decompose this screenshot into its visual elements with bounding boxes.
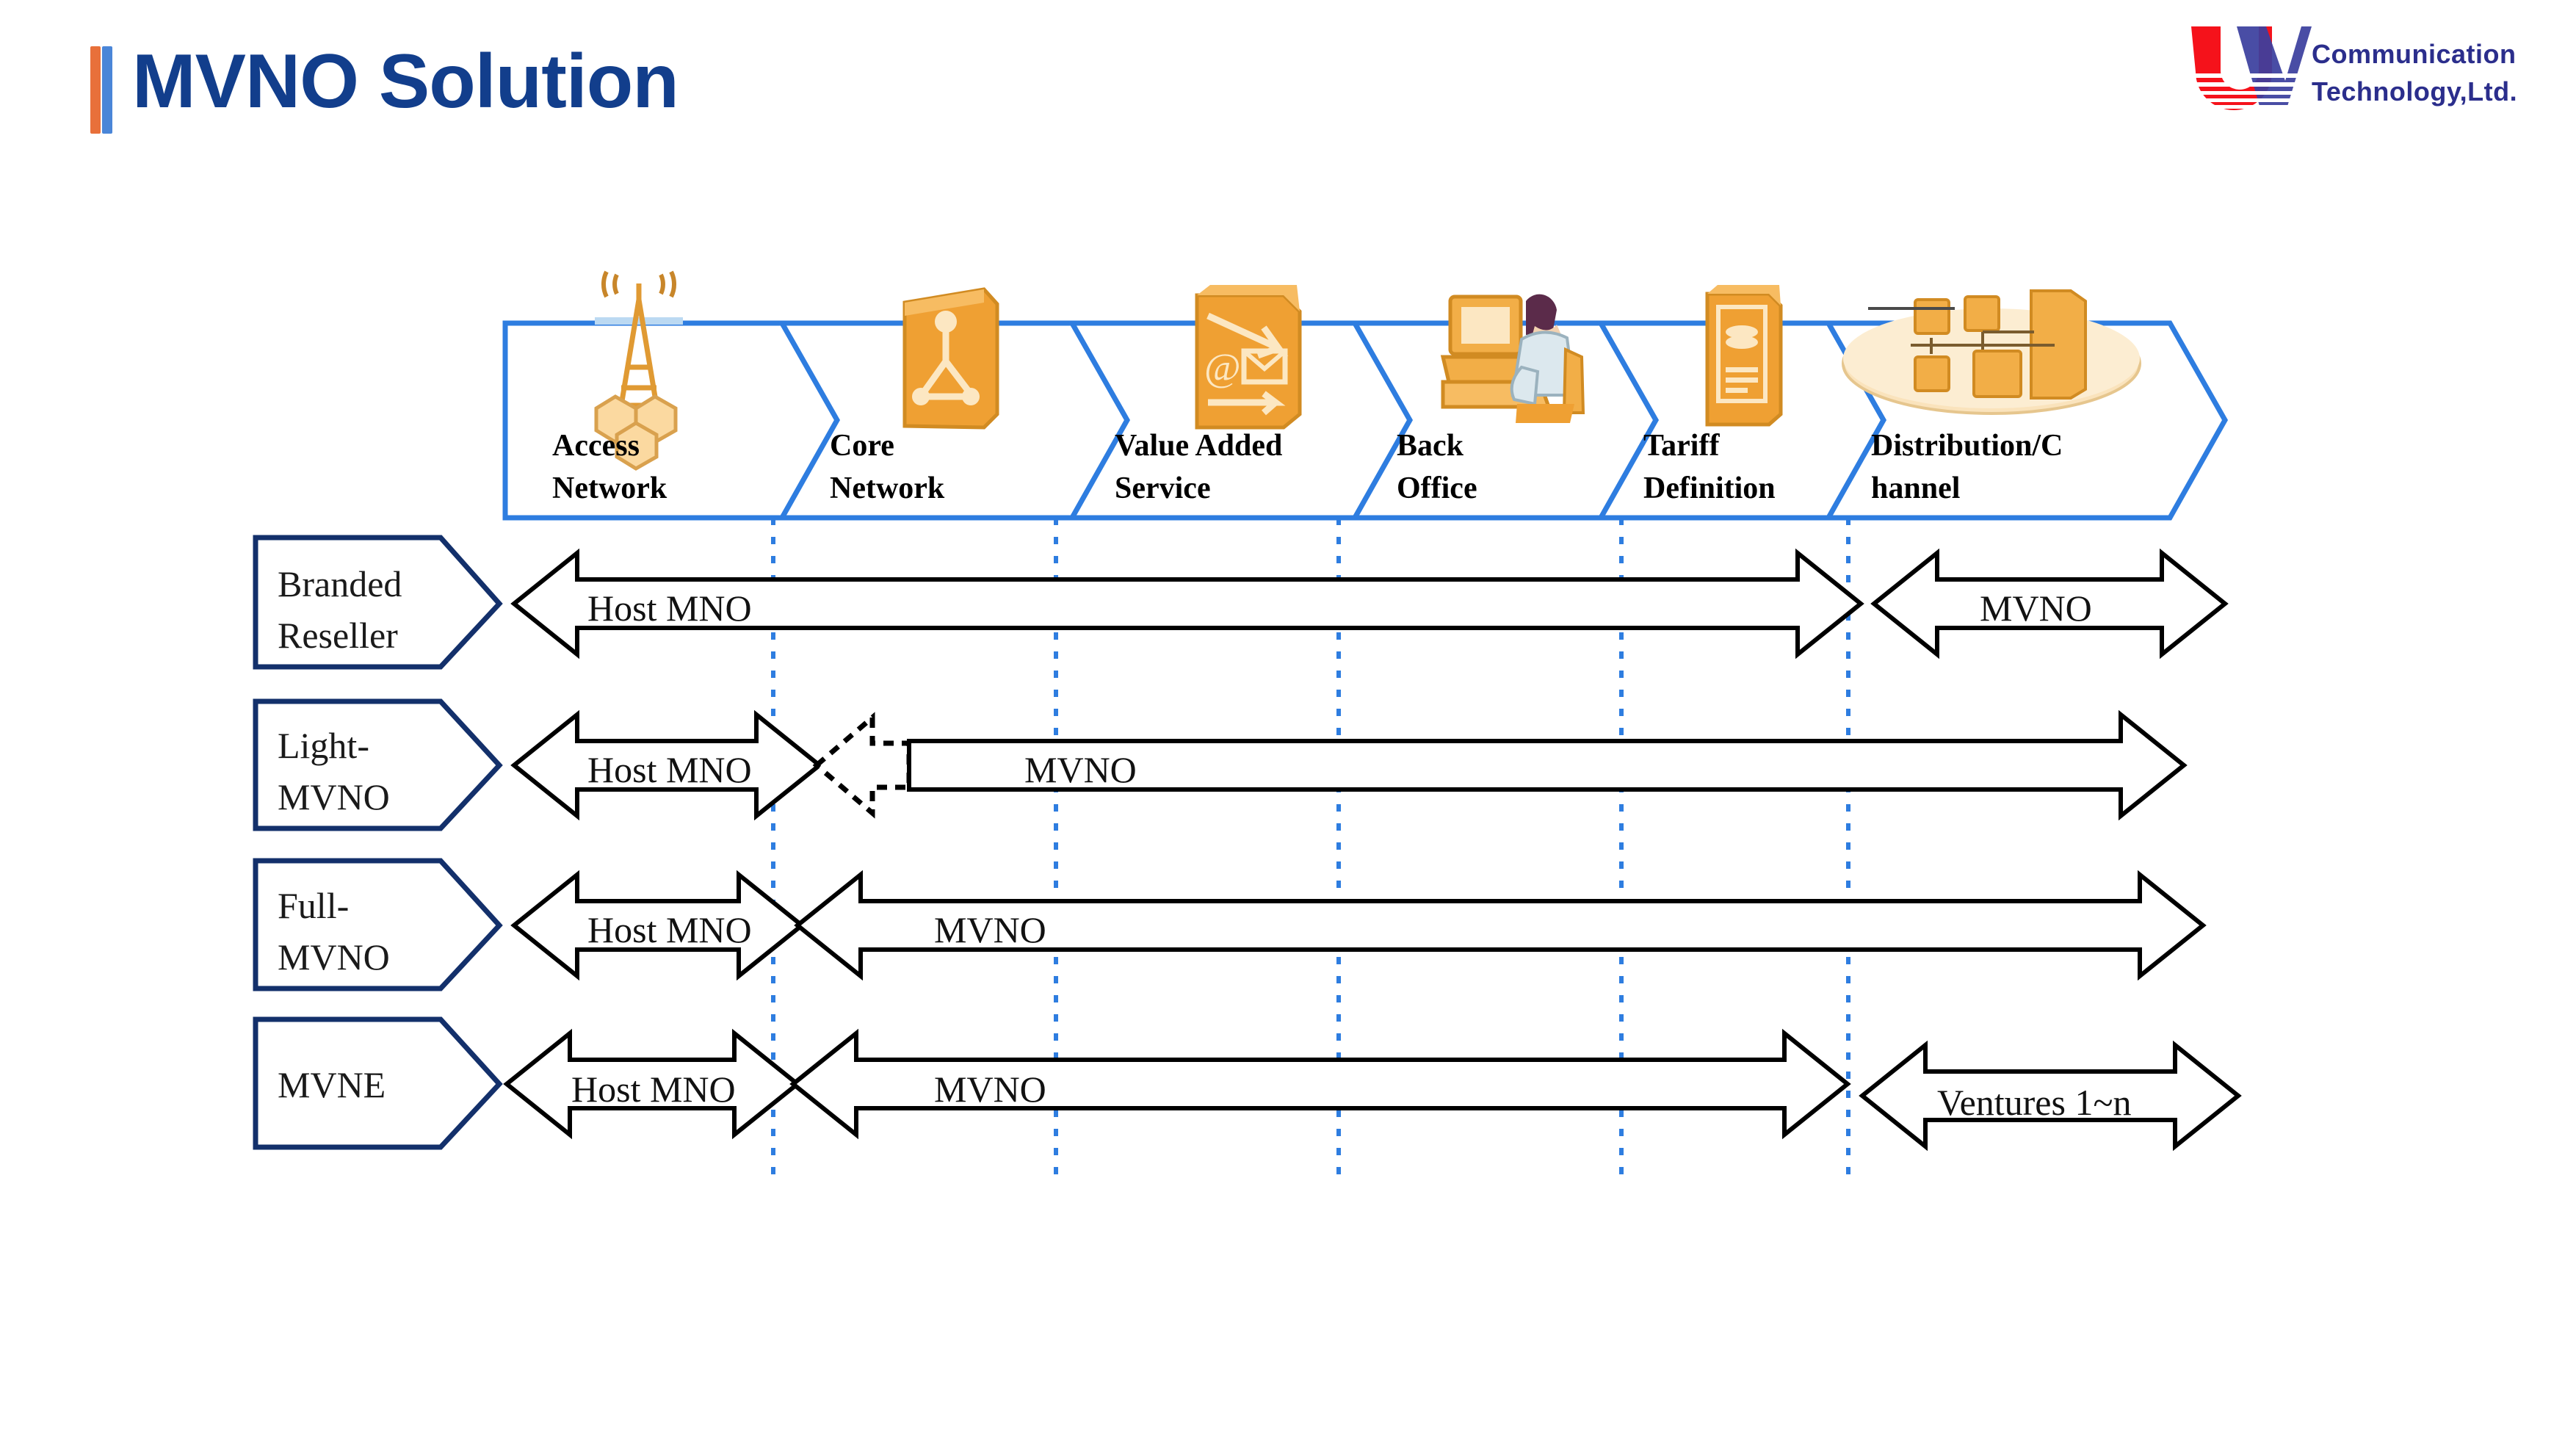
stage-tariff-definition[interactable]: Tariff Definition <box>1596 285 1887 521</box>
stage-label-line1: Value Added <box>1115 429 1282 463</box>
stage-label-line1: Distribution/C <box>1871 429 2063 463</box>
company-logo: Communication Technology,Ltd. <box>2182 22 2542 118</box>
row-segment-host-mno[interactable]: Host MNO <box>510 548 1864 660</box>
segment-label: Host MNO <box>587 909 752 950</box>
segment-label: MVNO <box>1980 588 2092 629</box>
logo-line-1: Communication <box>2312 39 2517 69</box>
row-label-line2: MVNO <box>278 936 390 978</box>
stage-chevron-row: Access Network Core Network <box>502 270 2229 521</box>
row-mvne[interactable]: MVNE Host MNO MVNO Ventures 1~n <box>253 1016 2242 1152</box>
uv-logo-icon <box>2188 26 2312 110</box>
segment-label: MVNO <box>934 1069 1046 1110</box>
row-segment-mvno[interactable]: MVNO <box>789 1028 1851 1140</box>
row-label-line2: Reseller <box>278 615 398 656</box>
segment-label: Host MNO <box>587 588 752 629</box>
stage-label-line2: Network <box>552 471 667 505</box>
stage-access-network[interactable]: Access Network <box>502 270 841 521</box>
stage-label-line1: Back <box>1397 429 1464 463</box>
accent-bar-blue <box>102 46 112 134</box>
row-label-shape <box>253 698 503 831</box>
row-label-shape <box>253 858 503 991</box>
row-segment-host-mno[interactable]: Host MNO <box>510 870 806 981</box>
row-label-line1: Light- <box>278 725 369 766</box>
segment-label: MVNO <box>934 909 1046 950</box>
price-list-document-icon <box>1705 285 1783 427</box>
row-segment-mvno[interactable]: MVNO <box>812 709 2188 821</box>
title-accent-bars <box>90 46 112 134</box>
segment-label: Host MNO <box>571 1069 736 1110</box>
cell-tower-icon <box>594 270 683 471</box>
stage-label-line2: Definition <box>1643 471 1776 505</box>
row-label-line1: Full- <box>278 885 349 926</box>
stage-label-line1: Access <box>552 429 640 463</box>
row-branded-reseller[interactable]: Branded Reseller Host MNO MVNO <box>253 535 2229 670</box>
stage-distribution-channel[interactable]: Distribution/C hannel <box>1823 289 2229 521</box>
stage-label-line2: Network <box>830 471 945 505</box>
stage-label-line2: Office <box>1397 471 1477 505</box>
segment-label: MVNO <box>1024 749 1137 790</box>
row-segment-host-mno[interactable]: Host MNO <box>503 1028 801 1140</box>
distribution-network-icon <box>1842 289 2141 415</box>
row-segment-mvno[interactable]: MVNO <box>794 870 2207 981</box>
row-label-line1: Branded <box>278 563 402 604</box>
logo-text-block: Communication Technology,Ltd. <box>2312 35 2539 110</box>
logo-line-2: Technology,Ltd. <box>2312 76 2518 107</box>
row-label-shape <box>253 535 503 670</box>
stage-label-line2: hannel <box>1871 471 1960 505</box>
title-bar: MVNO Solution Communication Technology,L… <box>0 0 2576 176</box>
stage-label-line1: Tariff <box>1643 429 1720 463</box>
row-label-line2: MVNO <box>278 776 390 817</box>
office-worker-computer-icon <box>1440 294 1585 423</box>
row-label-line1: MVNE <box>278 1064 386 1105</box>
stage-dividers <box>771 518 1850 1175</box>
page-title: MVNO Solution <box>132 39 679 124</box>
segment-label: Host MNO <box>587 749 752 790</box>
row-segment-ventures[interactable]: Ventures 1~n <box>1859 1040 2242 1152</box>
stage-label-line2: Service <box>1115 471 1211 505</box>
stage-label-line1: Core <box>830 429 894 463</box>
row-segment-mvno[interactable]: MVNO <box>1870 548 2229 660</box>
accent-bar-orange <box>90 46 101 134</box>
stage-value-added-service[interactable]: @ Value Added Service <box>1067 285 1414 521</box>
email-messaging-icon: @ <box>1195 285 1302 430</box>
network-node-icon <box>902 287 999 430</box>
svg-text:@: @ <box>1204 345 1241 389</box>
segment-label: Ventures 1~n <box>1937 1082 2132 1123</box>
row-light-mvno[interactable]: Light- MVNO Host MNO MVNO <box>253 698 2188 831</box>
row-segment-host-mno[interactable]: Host MNO <box>510 709 823 821</box>
row-label-shape <box>253 1016 503 1150</box>
row-full-mvno[interactable]: Full- MVNO Host MNO MVNO <box>253 858 2207 991</box>
